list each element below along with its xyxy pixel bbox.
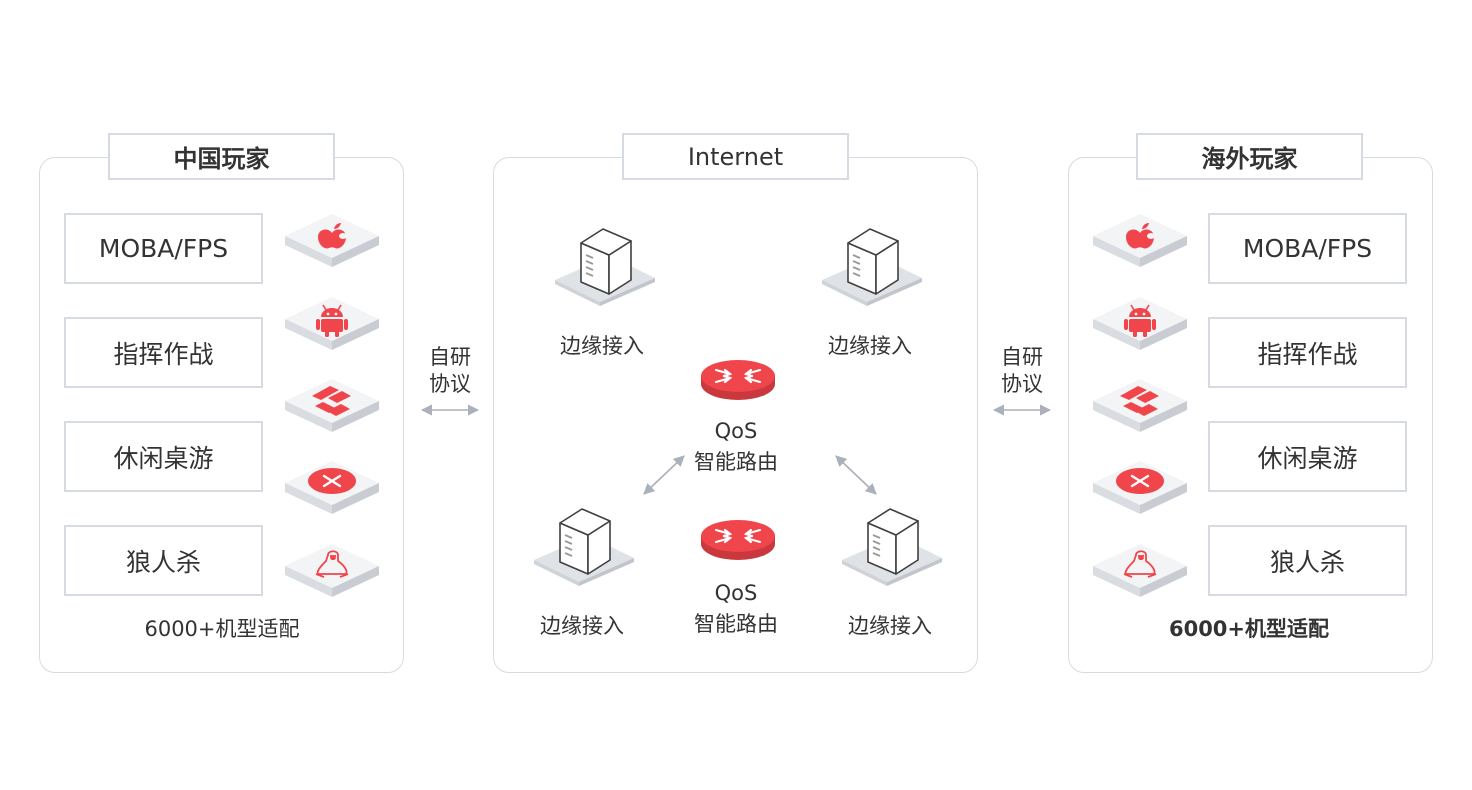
close-icon <box>1093 461 1187 514</box>
qos-routing-label: QoS 智能路由 <box>666 416 806 478</box>
game-casual-board: 休闲桌游 <box>64 421 263 492</box>
overseas-players-title: 海外玩家 <box>1136 133 1363 180</box>
right-protocol-line2: 协议 <box>1001 372 1043 396</box>
edge-access-label: 边缘接入 <box>848 614 932 638</box>
close-icon <box>285 461 379 514</box>
right-protocol-line1: 自研 <box>1001 345 1043 369</box>
qos-line1: QoS <box>714 419 758 443</box>
router-icon <box>699 358 777 402</box>
router-icon <box>699 518 777 562</box>
left-protocol-line2: 协议 <box>429 372 471 396</box>
qos-link-arrow-left <box>643 455 685 495</box>
china-players-title: 中国玩家 <box>108 133 335 180</box>
qos-link-arrow-right <box>835 455 877 495</box>
linux-icon <box>285 544 379 597</box>
edge-server-icon <box>555 228 655 306</box>
edge-server-icon <box>842 508 942 586</box>
qos-line2: 智能路由 <box>694 612 778 636</box>
edge-access-label: 边缘接入 <box>560 334 644 358</box>
windows-icon <box>1093 379 1187 432</box>
android-icon <box>285 297 379 350</box>
game-casual-board: 休闲桌游 <box>1208 421 1407 492</box>
linux-icon <box>1093 544 1187 597</box>
right-protocol-label: 自研 协议 <box>987 344 1057 398</box>
android-icon <box>1093 297 1187 350</box>
edge-access-label: 边缘接入 <box>828 334 912 358</box>
game-werewolf: 狼人杀 <box>64 525 263 596</box>
game-werewolf: 狼人杀 <box>1208 525 1407 596</box>
edge-access-label: 边缘接入 <box>540 614 624 638</box>
apple-icon <box>285 214 379 267</box>
edge-server-icon <box>534 508 634 586</box>
qos-line1: QoS <box>714 581 758 605</box>
left-protocol-line1: 自研 <box>429 345 471 369</box>
internet-title: Internet <box>622 133 849 180</box>
right-device-count: 6000+机型适配 <box>1168 617 1330 641</box>
left-protocol-label: 自研 协议 <box>415 344 485 398</box>
windows-icon <box>285 379 379 432</box>
game-command-battle: 指挥作战 <box>1208 317 1407 388</box>
edge-server-icon <box>822 228 922 306</box>
qos-routing-label: QoS 智能路由 <box>666 578 806 640</box>
game-command-battle: 指挥作战 <box>64 317 263 388</box>
game-moba-fps: MOBA/FPS <box>1208 213 1407 284</box>
qos-line2: 智能路由 <box>694 450 778 474</box>
right-protocol-arrow <box>992 404 1052 416</box>
game-moba-fps: MOBA/FPS <box>64 213 263 284</box>
left-protocol-arrow <box>420 404 480 416</box>
left-device-count: 6000+机型适配 <box>144 617 300 641</box>
apple-icon <box>1093 214 1187 267</box>
